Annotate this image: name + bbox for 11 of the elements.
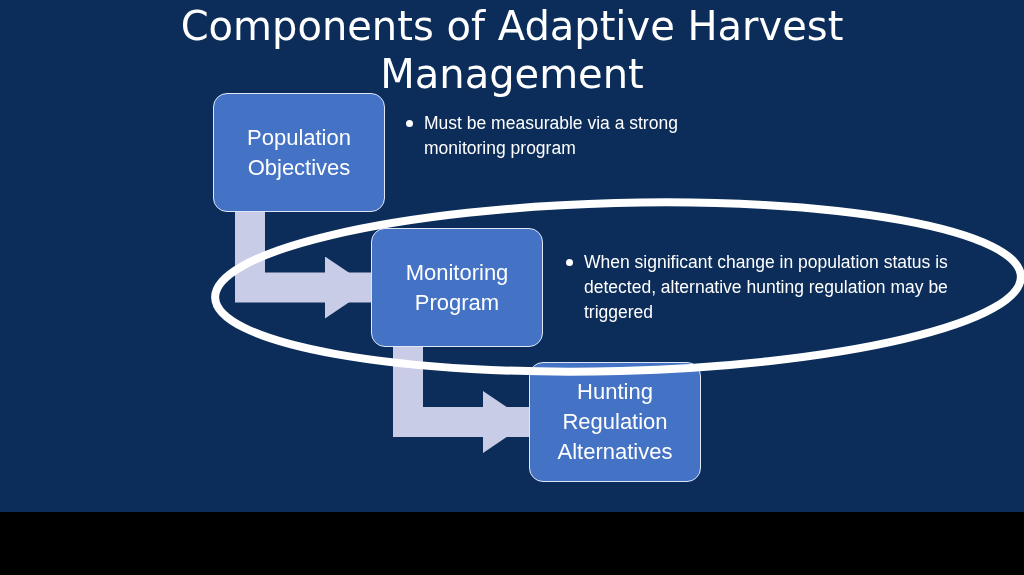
bullet-text: Must be measurable via a strong monitoring program <box>424 112 679 160</box>
process-box <box>529 362 701 482</box>
bullet-text: When significant change in population status is detected, alternative hunting regulation may be triggered <box>584 251 949 324</box>
process-box <box>371 228 543 347</box>
slide-title: Components of Adaptive Harvest Management <box>179 2 845 98</box>
box-label: Monitoring Program <box>404 258 510 317</box>
process-box <box>213 93 385 212</box>
bent-arrow <box>235 212 371 319</box>
bent-arrow <box>393 347 529 453</box>
box-label: Population Objectives <box>246 123 352 182</box>
box-label: Hunting Regulation Alternatives <box>556 378 674 466</box>
